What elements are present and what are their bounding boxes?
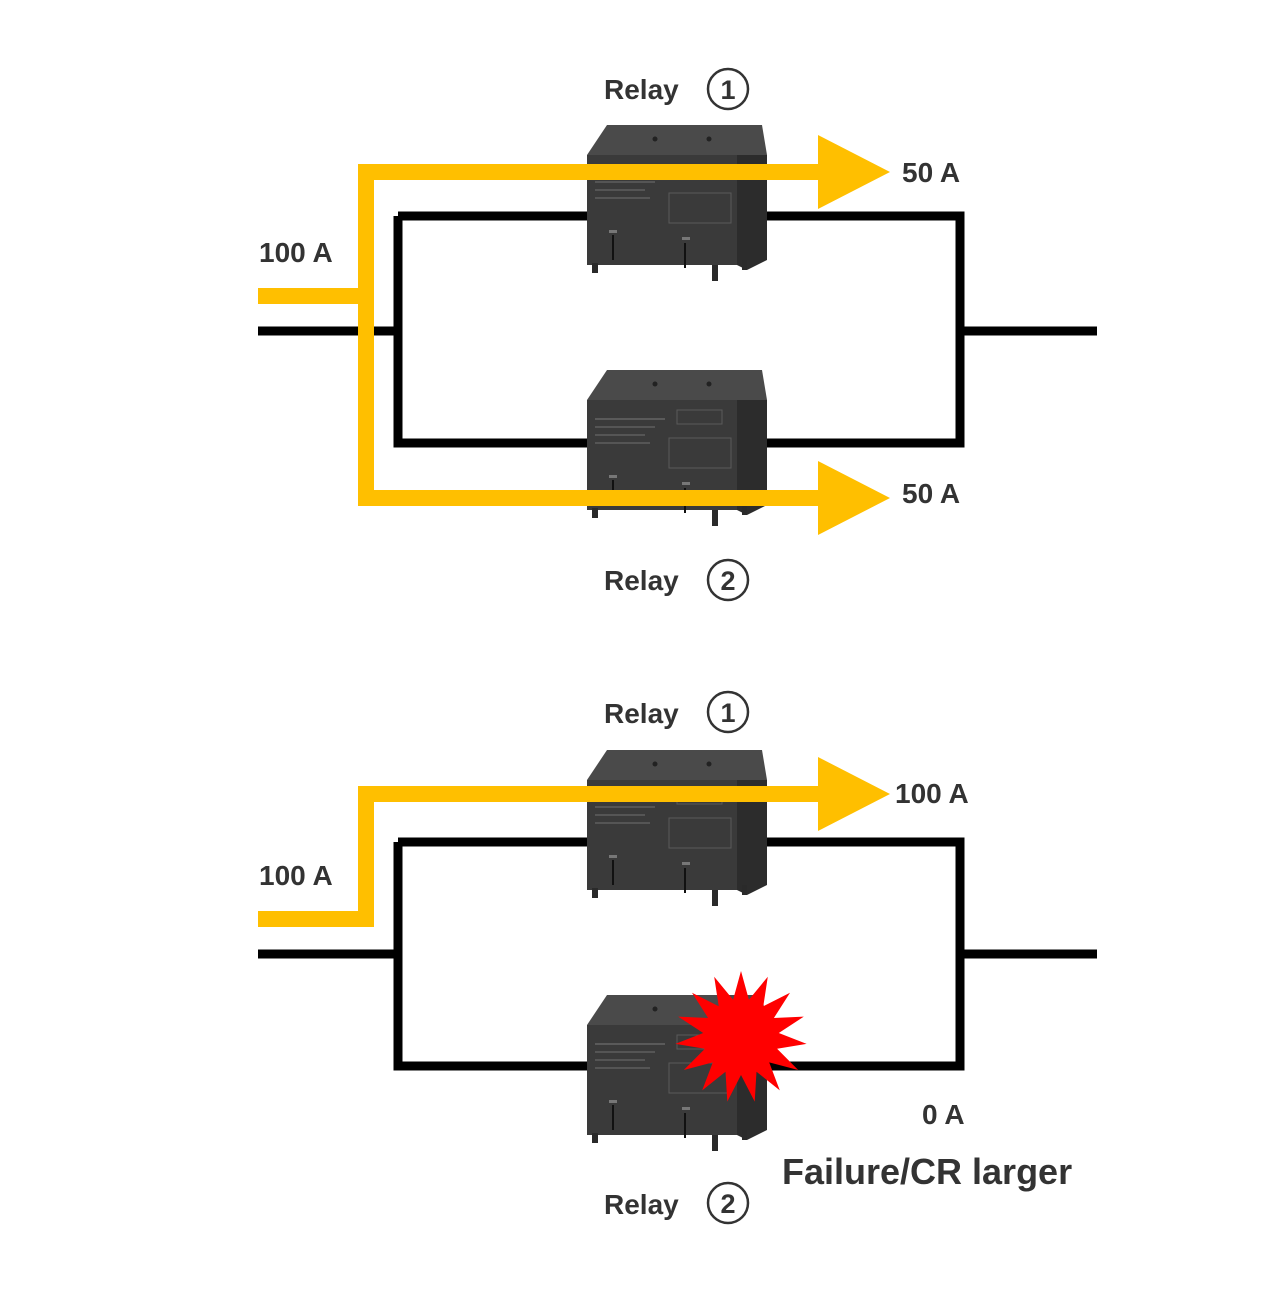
top-circuit-wires [258, 211, 1097, 448]
bottom-diagram: 100 A 100 A 0 A Failure/CR larger Relay … [258, 690, 1097, 1225]
bottom-relay-1-image [586, 749, 768, 907]
bottom-parallel-loop [393, 837, 965, 1071]
bottom-relay-1-number: 1 [720, 698, 735, 728]
bottom-output-current-2-label: 0 A [922, 1099, 965, 1130]
bottom-relay-1-number-circle [706, 690, 750, 734]
bottom-current-flow [258, 757, 890, 927]
bottom-input-current-label: 100 A [259, 860, 333, 891]
top-relay-1-image [586, 124, 768, 282]
bottom-relay-2-label: Relay [604, 1189, 679, 1220]
top-relay-1-label: Relay [604, 74, 679, 105]
bottom-circuit-wires [258, 837, 1097, 1071]
top-output-current-2-label: 50 A [902, 478, 960, 509]
bottom-relay-1-label: Relay [604, 698, 679, 729]
top-relay-2-number-circle [706, 558, 750, 602]
top-relay-2-number: 2 [720, 566, 735, 596]
failure-caption: Failure/CR larger [782, 1151, 1072, 1192]
top-output-current-1-label: 50 A [902, 157, 960, 188]
top-relay-1-number-circle [706, 67, 750, 111]
bottom-output-current-1-label: 100 A [895, 778, 969, 809]
top-relay-1-number: 1 [720, 75, 735, 105]
top-arrowhead-1 [818, 135, 890, 209]
top-parallel-loop [393, 211, 965, 448]
bottom-relay-2-number-circle [706, 1181, 750, 1225]
top-relay-2-label: Relay [604, 565, 679, 596]
top-arrowhead-2 [818, 461, 890, 535]
top-diagram: 100 A 50 A 50 A Relay 1 Relay 2 [258, 67, 1097, 602]
top-input-current-label: 100 A [259, 237, 333, 268]
bottom-current-path [258, 786, 830, 927]
top-current-flow [258, 135, 890, 535]
failure-starburst-icon [675, 971, 807, 1102]
bottom-arrowhead-1 [818, 757, 890, 831]
bottom-relay-2-number: 2 [720, 1189, 735, 1219]
